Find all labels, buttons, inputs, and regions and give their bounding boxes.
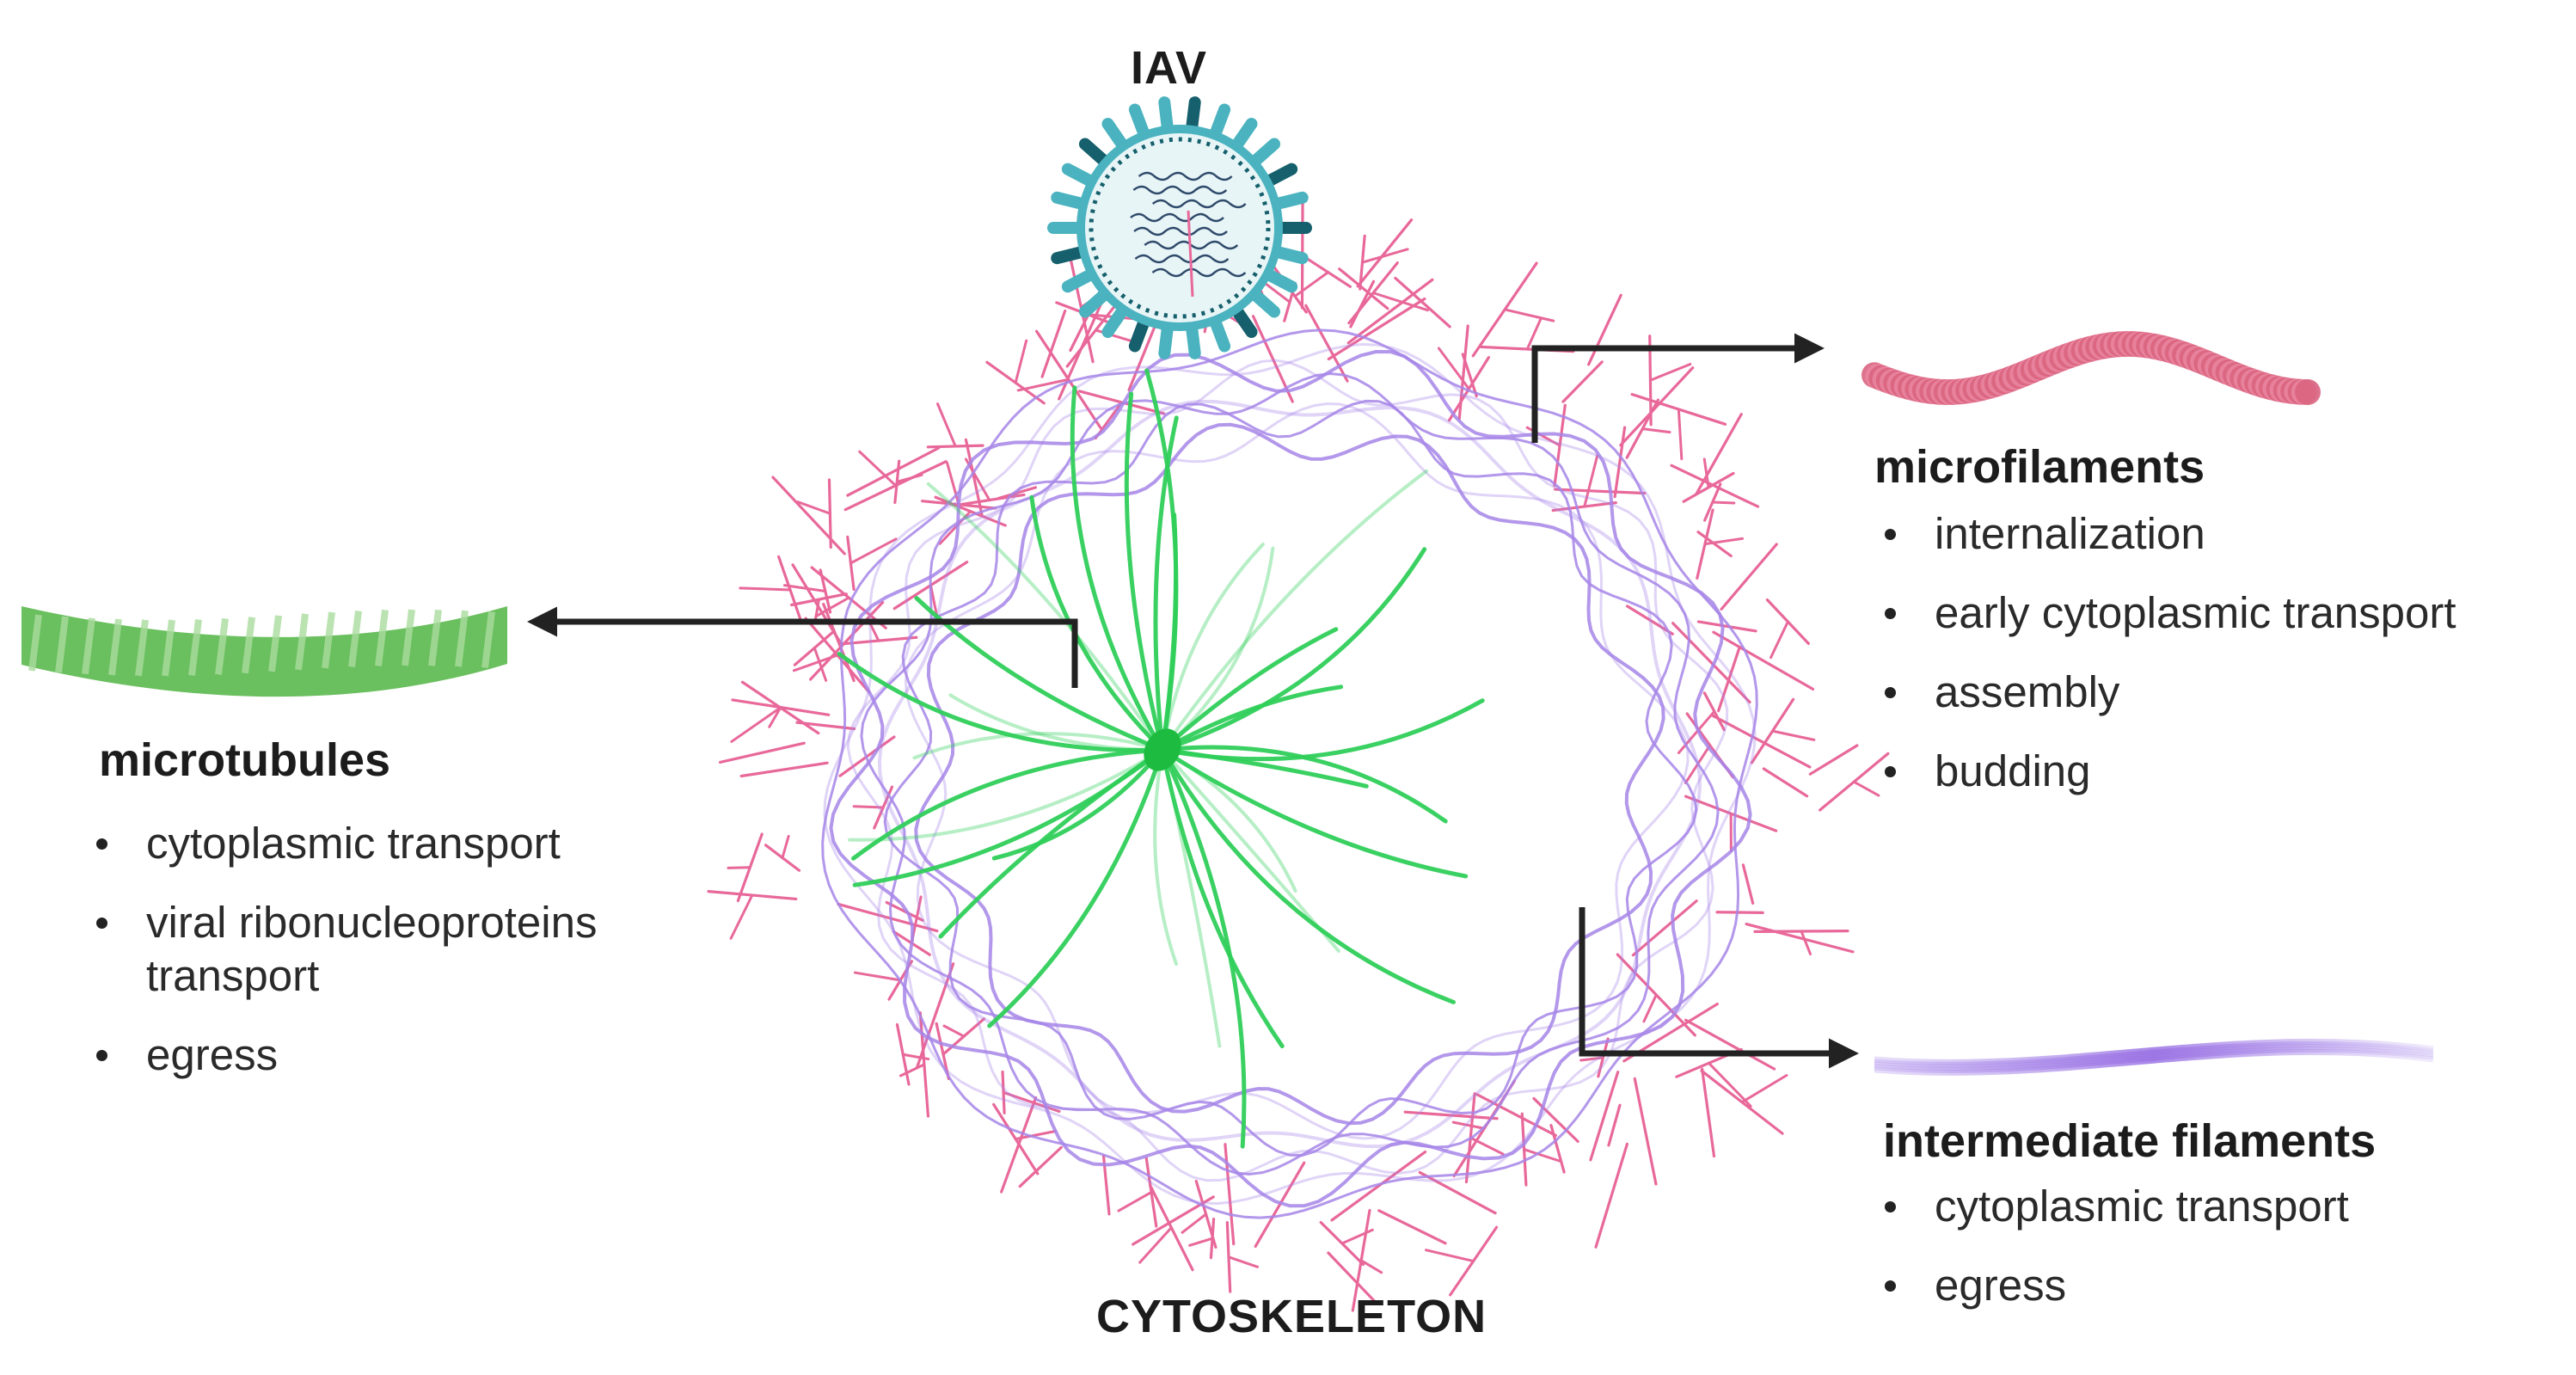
list-item: cytoplasmic transport — [86, 817, 748, 870]
microtubule-aster — [837, 368, 1485, 1149]
list-item: egress — [1874, 1259, 2349, 1312]
cytoskeleton-label: CYTOSKELETON — [1096, 1291, 1487, 1342]
intermediate-filaments-function-list: cytoplasmic transport egress — [1874, 1180, 2349, 1338]
list-item: viral ribonucleoproteins transport — [86, 896, 748, 1003]
microfilament-icon — [1861, 331, 2321, 405]
list-item: assembly — [1874, 666, 2456, 719]
arrow-to-microtubules — [527, 606, 1078, 688]
virus-label: IAV — [1131, 42, 1208, 94]
microfilaments-function-list: internalization early cytoplasmic transp… — [1874, 507, 2456, 824]
list-item: budding — [1874, 745, 2456, 798]
arrow-to-intermediate-filaments — [1579, 907, 1859, 1069]
intermediate-filaments-title: intermediate filaments — [1883, 1115, 2377, 1167]
arrow-to-microfilaments — [1531, 333, 1825, 443]
list-item: cytoplasmic transport — [1874, 1180, 2349, 1233]
list-item: early cytoplasmic transport — [1874, 586, 2456, 640]
microtubules-title: microtubules — [99, 734, 391, 786]
microtubules-function-list: cytoplasmic transport viral ribonucleopr… — [86, 817, 748, 1108]
intermediate-filament-network — [821, 328, 1758, 1219]
list-item: egress — [86, 1028, 748, 1082]
microfilaments-title: microfilaments — [1874, 441, 2205, 493]
intermediate-filament-icon — [1874, 1038, 2434, 1076]
microtubule-icon — [21, 606, 507, 697]
list-item: internalization — [1874, 507, 2456, 561]
iav-virion-icon — [1047, 96, 1312, 359]
